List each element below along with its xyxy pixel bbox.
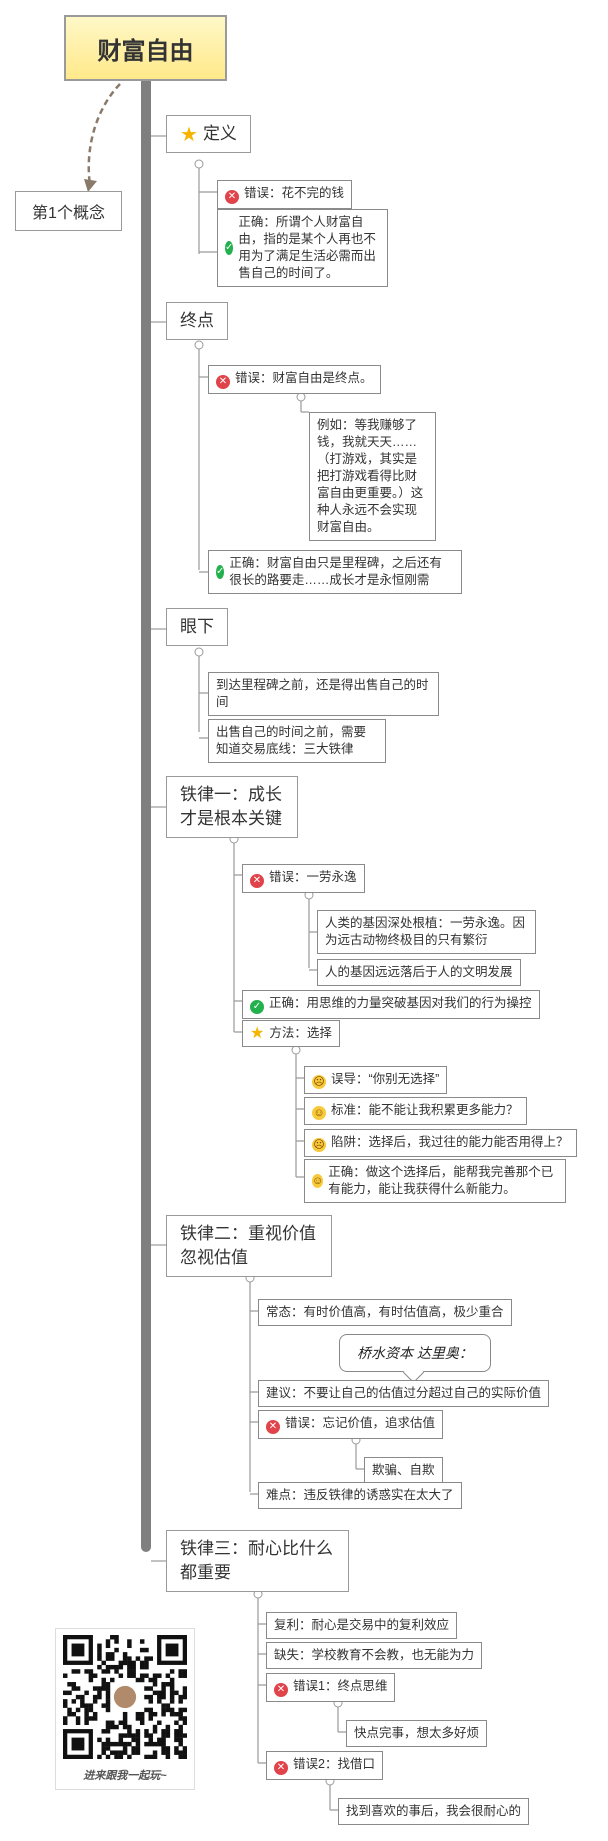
crying-face-icon: ☹ bbox=[312, 1138, 326, 1152]
law3-node[interactable]: 铁律三：耐心比什么都重要 bbox=[166, 1530, 349, 1592]
law3-wrong2-node[interactable]: ✕错误2：找借口 bbox=[266, 1751, 383, 1780]
law2-advice-node[interactable]: 建议：不要让自己的估值过分超过自己的实际价值 bbox=[258, 1380, 550, 1407]
law3-compound-node[interactable]: 复利：耐心是交易中的复利效应 bbox=[266, 1612, 458, 1639]
law1-wrong-node[interactable]: ✕错误：一劳永逸 bbox=[242, 864, 365, 893]
main-trunk bbox=[141, 92, 151, 1552]
law2-difficulty-node[interactable]: 难点：违反铁律的诱惑实在太大了 bbox=[258, 1482, 462, 1509]
law2-normal-node[interactable]: 常态：有时价值高，有时估值高，极少重合 bbox=[258, 1299, 512, 1326]
star-icon: ★ bbox=[180, 124, 198, 146]
law3-lack-node[interactable]: 缺失：学校教育不会教，也无能为力 bbox=[266, 1642, 483, 1669]
cross-icon: ✕ bbox=[266, 1420, 280, 1434]
qr-caption: 进来跟我一起玩~ bbox=[83, 1770, 167, 1782]
now-item-1[interactable]: 到达里程碑之前，还是得出售自己的时间 bbox=[208, 672, 439, 716]
endpoint-right-node[interactable]: ✓正确：财富自由只是里程碑，之后还有很长的路要走……成长才是永恒刚需 bbox=[208, 550, 462, 594]
qr-code-image bbox=[63, 1635, 187, 1759]
now-node[interactable]: 眼下 bbox=[166, 608, 228, 646]
law2-node[interactable]: 铁律二：重视价值忽视估值 bbox=[166, 1215, 332, 1277]
law3-wrong2-sub-node[interactable]: 找到喜欢的事后，我会很耐心的 bbox=[338, 1798, 530, 1825]
qr-code: 进来跟我一起玩~ bbox=[55, 1628, 195, 1790]
law1-method-node[interactable]: ★方法：选择 bbox=[242, 1020, 340, 1047]
endpoint-example-node[interactable]: 例如：等我赚够了钱，我就天天……（打游戏，其实是把打游戏看得比财富自由更重要。）… bbox=[309, 412, 436, 541]
law1-right-node[interactable]: ✓正确：用思维的力量突破基因对我们的行为操控 bbox=[242, 990, 540, 1019]
root-node[interactable]: 财富自由 bbox=[64, 15, 227, 81]
now-item-2[interactable]: 出售自己的时间之前，需要知道交易底线：三大铁律 bbox=[208, 719, 386, 763]
cross-icon: ✕ bbox=[274, 1683, 288, 1697]
cross-icon: ✕ bbox=[216, 375, 230, 389]
endpoint-node[interactable]: 终点 bbox=[166, 302, 228, 340]
cross-icon: ✕ bbox=[274, 1761, 288, 1775]
check-icon: ✓ bbox=[225, 241, 234, 255]
cross-icon: ✕ bbox=[225, 190, 239, 204]
law1-trap-node[interactable]: ☹陷阱：选择后，我过往的能力能否用得上？ bbox=[304, 1129, 577, 1157]
definition-right-node[interactable]: ✓正确：所谓个人财富自由，指的是某个人再也不用为了满足生活必需而出售自己的时间了… bbox=[217, 209, 388, 287]
law2-wrong-node[interactable]: ✕错误：忘记价值，追求估值 bbox=[258, 1410, 444, 1439]
law1-gene-node-1[interactable]: 人类的基因深处根植：一劳永逸。因为远古动物终极目的只有繁衍 bbox=[317, 910, 536, 954]
dalio-callout[interactable]: 桥水资本 达里奥： bbox=[339, 1334, 491, 1372]
law3-wrong1-sub-node[interactable]: 快点完事，想太多好烦 bbox=[346, 1720, 488, 1747]
check-icon: ✓ bbox=[216, 565, 225, 579]
smiling-face-icon: ☺ bbox=[312, 1174, 324, 1188]
endpoint-wrong-node[interactable]: ✕错误：财富自由是终点。 bbox=[208, 365, 381, 394]
law2-deceive-node[interactable]: 欺骗、自欺 bbox=[364, 1457, 443, 1484]
smiling-face-icon: ☺ bbox=[312, 1106, 326, 1120]
star-icon: ★ bbox=[250, 1025, 265, 1042]
crying-face-icon: ☹ bbox=[312, 1075, 326, 1089]
definition-wrong-node[interactable]: ✕错误：花不完的钱 bbox=[217, 180, 353, 209]
definition-node[interactable]: ★定义 bbox=[166, 115, 251, 153]
concept-node[interactable]: 第1个概念 bbox=[15, 191, 122, 231]
law1-node[interactable]: 铁律一：成长才是根本关键 bbox=[166, 776, 298, 838]
law1-right2-node[interactable]: ☺正确：做这个选择后，能帮我完善那个已有能力，能让我获得什么新能力。 bbox=[304, 1159, 566, 1203]
cross-icon: ✕ bbox=[250, 874, 264, 888]
law1-mislead-node[interactable]: ☹误导：“你别无选择” bbox=[304, 1066, 448, 1094]
check-icon: ✓ bbox=[250, 1000, 264, 1014]
law1-gene-node-2[interactable]: 人的基因远远落后于人的文明发展 bbox=[317, 959, 521, 986]
law1-standard-node[interactable]: ☺标准：能不能让我积累更多能力？ bbox=[304, 1097, 527, 1125]
law3-wrong1-node[interactable]: ✕错误1：终点思维 bbox=[266, 1673, 396, 1702]
